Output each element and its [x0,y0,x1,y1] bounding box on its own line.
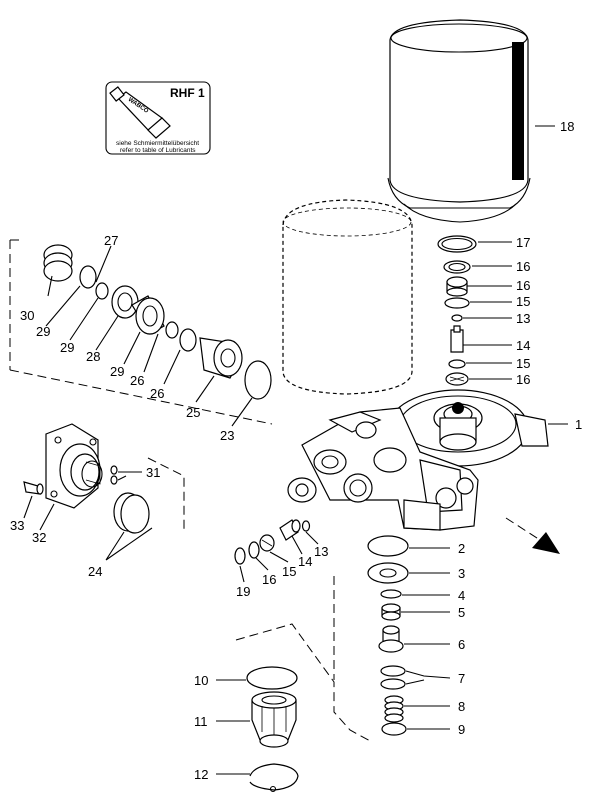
part-label-29-right: 29 [60,340,74,355]
valve-stack-bottom [367,535,409,736]
part-label-19: 16 [516,278,530,293]
part-label-20: 16 [516,259,530,274]
valve-stack-top [437,235,477,386]
lubricant-note-en: refer to table of Lubricants [120,147,196,154]
part-label-8: 8 [458,699,465,714]
outlet-assembly [246,666,299,793]
check-valve-small [234,519,311,565]
left-group-boundary [9,239,273,425]
part-label-32: 32 [32,530,46,545]
part-label-33: 33 [10,518,24,533]
part-label-6: 6 [458,637,465,652]
part-label-15-upper: 15 [516,356,530,371]
part-label-16-lower: 16 [262,572,276,587]
part-label-13-lower: 13 [314,544,328,559]
part-label-14-lower: 14 [298,554,312,569]
part-label-26-lower: 26 [130,373,144,388]
part-label-23-upper: 23 [220,428,234,443]
part-label-4: 4 [458,588,465,603]
part-label-24: 25 [186,405,200,420]
cartridge-phantom [282,199,413,395]
part-label-28: 28 [86,349,100,364]
regeneration-valve-assembly [43,244,272,400]
part-label-15-lower: 15 [282,564,296,579]
part-label-17: 19 [236,584,250,599]
part-label-1: 1 [575,417,582,432]
cover-group-boundary [147,457,185,530]
lubricant-note-de: siehe Schmiermittelübersicht [116,140,199,147]
lubricant-box: RHF 1 WABCO siehe Schmiermittelübersicht… [105,81,211,155]
cover-assembly [23,423,150,534]
cartridge-upper [387,19,531,223]
leader-lines [23,125,568,775]
part-label-21: 17 [516,235,530,250]
part-label-9: 9 [458,722,465,737]
part-number-labels: 18 17 16 16 15 13 14 15 16 1 2 3 4 5 6 7… [10,119,582,782]
part-label-31: 31 [146,465,160,480]
part-label-2: 2 [458,541,465,556]
part-label-3: 3 [458,566,465,581]
part-label-29-left: 29 [36,324,50,339]
part-label-27: 29 [110,364,124,379]
part-label-18: 15 [516,294,530,309]
part-label-26-upper: 27 [104,233,118,248]
bottom-group-boundary [235,576,373,743]
part-label-10: 10 [194,673,208,688]
part-label-23-lower: 24 [88,564,102,579]
flow-arrow-icon [505,517,560,554]
lubricant-box-title: RHF 1 [170,86,205,100]
part-label-14-upper: 14 [516,338,530,353]
part-label-11: 11 [194,714,208,729]
lubricant-tube-icon: WABCO [109,86,171,139]
part-label-30: 30 [20,308,34,323]
part-label-22: 18 [560,119,574,134]
part-label-12: 12 [194,767,208,782]
part-label-5: 5 [458,605,465,620]
dryer-housing [287,389,549,531]
part-label-25: 26 [150,386,164,401]
part-label-13-upper: 13 [516,311,530,326]
part-label-7: 7 [458,671,465,686]
part-label-16-upper: 16 [516,372,530,387]
